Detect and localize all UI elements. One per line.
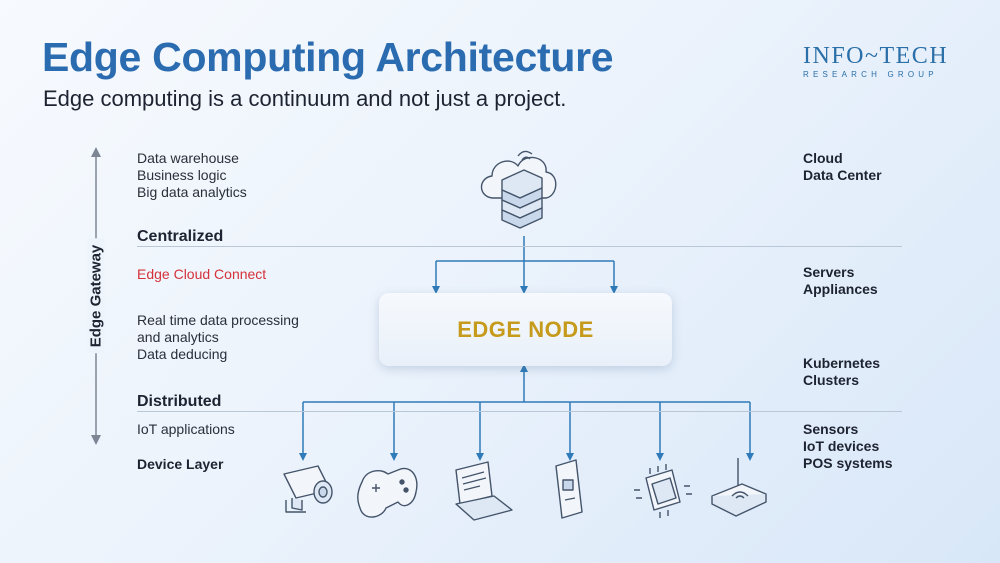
edge-cloud-connect-label: Edge Cloud Connect bbox=[137, 266, 267, 282]
infotech-logo: INFO~TECH RESEARCH GROUP bbox=[803, 44, 963, 79]
iot-applications-label: IoT applications bbox=[137, 421, 235, 437]
tier-item: Data Center bbox=[803, 167, 882, 183]
cloud-capabilities: Data warehouse Business logic Big data a… bbox=[137, 150, 247, 201]
capability-item: Real time data processing bbox=[137, 312, 299, 328]
centralized-label: Centralized bbox=[137, 228, 224, 245]
device-connector bbox=[299, 364, 754, 461]
tier-item: Clusters bbox=[803, 372, 860, 388]
page-subtitle: Edge computing is a continuum and not ju… bbox=[43, 86, 567, 111]
router-icon bbox=[711, 458, 767, 517]
tier-item: Cloud bbox=[803, 150, 843, 166]
tier-item: Servers bbox=[803, 264, 855, 280]
capability-item: and analytics bbox=[137, 329, 219, 345]
capability-item: Data deducing bbox=[137, 346, 228, 362]
page-title: Edge Computing Architecture bbox=[42, 34, 614, 80]
tier-item: Sensors bbox=[803, 421, 859, 437]
tier-item: Appliances bbox=[803, 281, 878, 297]
tier-cloud: Cloud Data Center bbox=[803, 150, 882, 184]
tier-kubernetes: Kubernetes Clusters bbox=[803, 355, 880, 389]
capability-item: Big data analytics bbox=[137, 184, 247, 200]
cloud-server-icon bbox=[480, 150, 557, 229]
centralized-divider bbox=[137, 246, 902, 247]
chip-icon bbox=[634, 464, 692, 518]
edge-node-label: EDGE NODE bbox=[457, 316, 594, 342]
device-layer-label: Device Layer bbox=[137, 456, 224, 472]
capability-item: Business logic bbox=[137, 167, 227, 183]
gamepad-icon bbox=[357, 467, 418, 518]
tier-item: IoT devices bbox=[803, 438, 880, 454]
tier-sensors: Sensors IoT devices POS systems bbox=[803, 421, 893, 472]
logo-wordmark: INFO~TECH bbox=[803, 43, 949, 69]
smartphone-icon bbox=[555, 459, 583, 519]
laptop-icon bbox=[455, 461, 513, 521]
distributed-label: Distributed bbox=[137, 393, 222, 410]
logo-tagline: RESEARCH GROUP bbox=[803, 70, 938, 79]
tier-item: POS systems bbox=[803, 455, 893, 471]
edge-gateway-label: Edge Gateway bbox=[87, 238, 105, 354]
edge-node-box: EDGE NODE bbox=[379, 293, 672, 366]
edge-capabilities: Real time data processing and analytics … bbox=[137, 312, 299, 363]
tier-servers: Servers Appliances bbox=[803, 264, 878, 298]
camera-icon bbox=[283, 465, 333, 513]
distributed-divider bbox=[137, 411, 902, 412]
cloud-connector bbox=[432, 236, 618, 294]
tier-item: Kubernetes bbox=[803, 355, 881, 371]
capability-item: Data warehouse bbox=[137, 150, 239, 166]
